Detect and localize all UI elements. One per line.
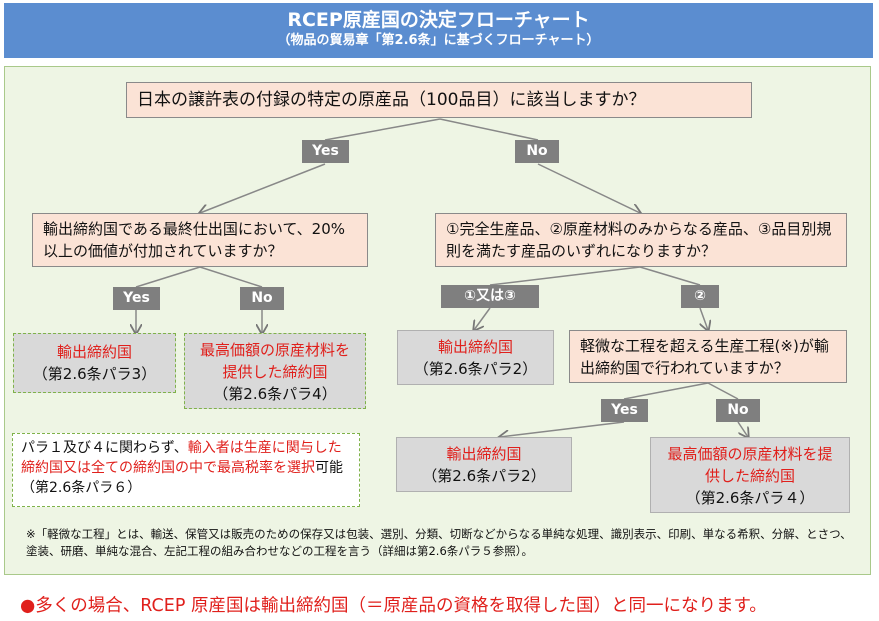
minor-process-footnote: ※「軽微な工程」とは、輸送、保管又は販売のための保存又は包装、選別、分類、切断な… bbox=[26, 527, 852, 558]
result-label: 輸出締約国 bbox=[56, 343, 132, 361]
result-export-country-para2-a: 輸出締約国 （第2.6条パラ2） bbox=[397, 330, 554, 385]
note-text-2: 可能（第2.6条パラ６） bbox=[21, 460, 343, 496]
summary-statement: ●多くの場合、RCEP 原産国は輸出締約国（＝原産品の資格を取得した国）と同一に… bbox=[20, 596, 767, 616]
yes-label-3: Yes bbox=[601, 399, 648, 422]
exception-note: パラ１及び４に関わらず、輸入者は生産に関与した締約国又は全ての締約国の中で最高税… bbox=[12, 433, 360, 507]
result-reference: （第2.6条パラ3） bbox=[32, 365, 157, 383]
result-highest-value-material-para4: 最高価額の原産材料を提供した締約国 （第2.6条パラ4） bbox=[184, 333, 366, 409]
no-label-3: No bbox=[716, 399, 760, 422]
result-label: 最高価額の原産材料を提供した締約国 bbox=[667, 445, 833, 485]
yes-label-2: Yes bbox=[113, 287, 160, 310]
result-reference: （第2.6条パラ4） bbox=[213, 385, 337, 403]
question-3: ①完全生産品、②原産材料のみからなる産品、③品目別規則を満たす産品のいずれになり… bbox=[435, 213, 847, 267]
result-label: 輸出締約国 bbox=[446, 445, 522, 463]
yes-label-1: Yes bbox=[302, 140, 349, 163]
chart-title: RCEP原産国の決定フローチャート bbox=[287, 9, 590, 31]
option-1-or-3-label: ①又は③ bbox=[441, 285, 539, 308]
result-reference: （第2.6条パラ2） bbox=[422, 467, 546, 485]
note-text-1: パラ１及び４に関わらず、 bbox=[21, 440, 188, 456]
result-export-country-para2-b: 輸出締約国 （第2.6条パラ2） bbox=[396, 437, 572, 492]
result-export-country-para3: 輸出締約国 （第2.6条パラ3） bbox=[13, 333, 176, 393]
no-label-1: No bbox=[515, 140, 559, 163]
chart-subtitle: （物品の貿易章「第2.6条」に基づくフローチャート） bbox=[277, 33, 600, 48]
question-2: 輸出締約国である最終仕出国において、20%以上の価値が付加されていますか？ bbox=[32, 213, 368, 267]
result-label: 最高価額の原産材料を提供した締約国 bbox=[199, 341, 350, 381]
question-4: 軽微な工程を超える生産工程(※)が輸出締約国で行われていますか？ bbox=[569, 330, 847, 383]
result-reference: （第2.6条パラ４） bbox=[685, 489, 815, 507]
result-label: 輸出締約国 bbox=[437, 338, 513, 356]
result-reference: （第2.6条パラ2） bbox=[413, 360, 538, 378]
note-text-highlight: 輸入者は生産に関与した締約国又は全ての締約国の中で最高税率を選択 bbox=[21, 440, 342, 476]
result-highest-value-material-para4-b: 最高価額の原産材料を提供した締約国 （第2.6条パラ４） bbox=[650, 437, 850, 513]
option-2-label: ② bbox=[681, 285, 719, 308]
chart-header: RCEP原産国の決定フローチャート （物品の貿易章「第2.6条」に基づくフローチ… bbox=[4, 3, 873, 58]
question-1: 日本の譲許表の付録の特定の原産品（100品目）に該当しますか？ bbox=[126, 82, 752, 118]
no-label-2: No bbox=[240, 287, 284, 310]
